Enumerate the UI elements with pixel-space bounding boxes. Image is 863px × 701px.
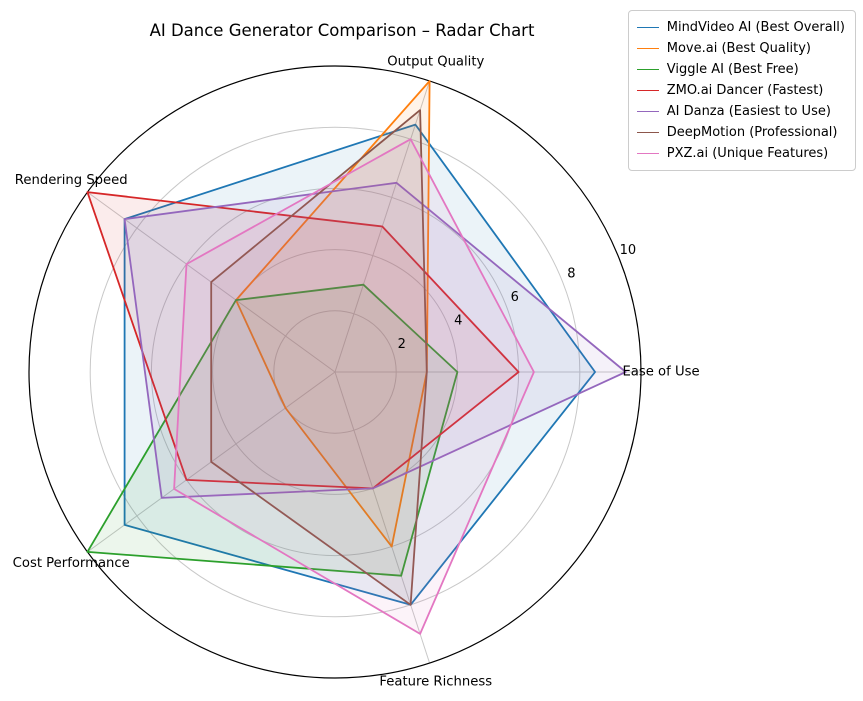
series-line: [123, 123, 596, 606]
legend-line-swatch: [636, 69, 659, 70]
series-fill: [174, 139, 534, 634]
axis-label: Cost Performance: [13, 556, 130, 571]
legend-label: AI Danza (Easiest to Use): [666, 104, 831, 119]
series-fill: [236, 81, 430, 547]
series-line: [173, 138, 535, 635]
legend-label: PXZ.ai (Unique Features): [666, 146, 829, 161]
r-tick-label: 8: [567, 267, 575, 282]
legend-item: MindVideo AI (Best Overall): [636, 17, 845, 38]
r-tick-label: 10: [620, 243, 637, 258]
legend: MindVideo AI (Best Overall) Move.ai (Best…: [627, 10, 856, 171]
series-line: [235, 80, 431, 548]
legend-item: AI Danza (Easiest to Use): [636, 101, 845, 122]
legend-label: Viggle AI (Best Free): [666, 62, 799, 77]
axis-label: Feature Richness: [379, 675, 492, 690]
series-line: [123, 181, 627, 499]
legend-label: ZMO.ai Dancer (Fastest): [666, 83, 824, 98]
series-fill: [124, 182, 626, 498]
legend-item: ZMO.ai Dancer (Fastest): [636, 80, 845, 101]
axis-label: Ease of Use: [622, 365, 699, 380]
legend-line-swatch: [636, 27, 659, 28]
legend-item: Move.ai (Best Quality): [636, 38, 845, 59]
axis-label: Output Quality: [387, 54, 484, 69]
r-tick-label: 4: [454, 313, 462, 328]
legend-line-swatch: [636, 111, 659, 112]
series-line: [210, 109, 428, 606]
legend-item: PXZ.ai (Unique Features): [636, 143, 845, 164]
legend-item: DeepMotion (Professional): [636, 122, 845, 143]
legend-label: Move.ai (Best Quality): [666, 41, 811, 56]
r-tick-label: 2: [398, 337, 406, 352]
legend-line-swatch: [636, 90, 659, 91]
series-fill: [87, 192, 519, 489]
radar-outline: [28, 65, 642, 679]
legend-label: MindVideo AI (Best Overall): [666, 20, 845, 35]
legend-label: DeepMotion (Professional): [666, 125, 838, 140]
legend-line-swatch: [636, 153, 659, 154]
series-line: [86, 191, 520, 490]
radar-spoke: [334, 371, 431, 664]
series-fill: [87, 284, 458, 576]
series-line: [86, 283, 459, 577]
legend-line-swatch: [636, 48, 659, 49]
legend-line-swatch: [636, 132, 659, 133]
series-fill: [211, 110, 427, 605]
axis-label: Rendering Speed: [15, 173, 128, 188]
chart-title: AI Dance Generator Comparison – Radar Ch…: [149, 21, 535, 40]
legend-item: Viggle AI (Best Free): [636, 59, 845, 80]
r-tick-label: 6: [511, 290, 519, 305]
